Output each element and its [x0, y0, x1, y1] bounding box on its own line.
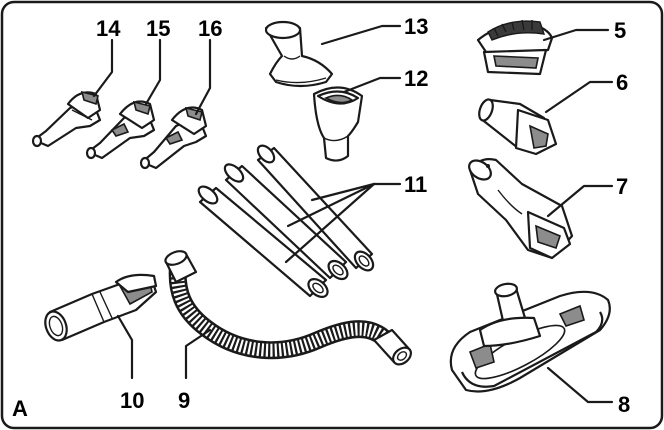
hose-connector-10 — [44, 273, 158, 342]
floor-nozzle-8 — [449, 282, 611, 393]
callout-10: 10 — [120, 388, 144, 413]
flexible-hose-9 — [164, 250, 412, 366]
nozzle-15 — [85, 100, 156, 160]
leader-lines — [92, 24, 614, 404]
extension-tubes-11 — [197, 144, 375, 298]
callout-5: 5 — [614, 18, 626, 43]
callout-16: 16 — [198, 16, 222, 41]
callout-9: 9 — [178, 388, 190, 413]
crevice-nozzle-7 — [468, 158, 574, 260]
nozzle-16 — [139, 106, 208, 170]
callout-15: 15 — [146, 16, 170, 41]
nozzle-14 — [31, 90, 102, 148]
callout-8: 8 — [618, 392, 630, 417]
callout-14: 14 — [96, 16, 121, 41]
callout-13: 13 — [404, 14, 428, 39]
callout-11: 11 — [404, 172, 427, 197]
callout-12: 12 — [404, 66, 428, 91]
short-nozzle-6 — [478, 98, 558, 156]
dusting-brush-5 — [476, 19, 554, 76]
callout-6: 6 — [616, 70, 628, 95]
flat-nozzle-13 — [264, 20, 334, 88]
adapter-12 — [312, 86, 364, 162]
panel-letter: A — [12, 396, 28, 421]
callout-7: 7 — [616, 174, 628, 199]
